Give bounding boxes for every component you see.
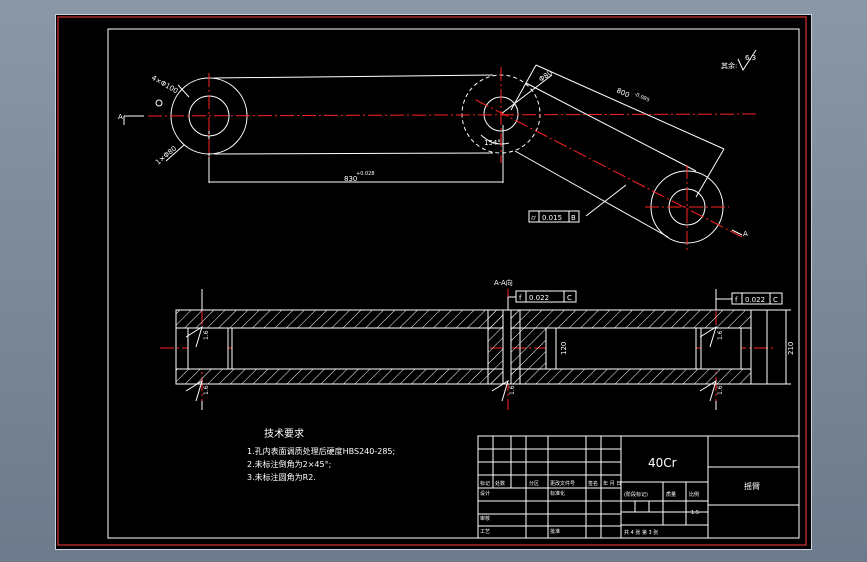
engineering-drawing: 4×Φ100 1×Φ80 Φ80 830 +0.028 800 -0.085 1… [57,16,807,546]
dim-length-angled: 800 [615,87,631,100]
section-mark-right: A [743,230,748,238]
cad-viewport[interactable]: 4×Φ100 1×Φ80 Φ80 830 +0.028 800 -0.085 1… [55,14,812,550]
tolerance-frame-middle [515,290,577,303]
tb-sign: 签名 [588,480,598,487]
tb-zone: 分区 [529,480,539,487]
dim-height-inner: 120 [560,342,568,355]
tb-ratio: 比例 [689,491,699,498]
tech-heading: 技术要求 [264,427,304,440]
tolerance-frame-top [528,210,580,223]
roughness-small-right: 1.6 [717,330,724,340]
roughness-small-left: 1.6 [203,330,210,340]
tb-date: 年 月 日 [603,480,621,487]
tb-design: 设计 [480,490,490,497]
tb-scale: 1:5 [691,510,699,516]
section-title: A-A向 [494,278,513,287]
tb-sheet-info: 共 4 张 第 3 张 [624,529,658,536]
tb-approve: 批准 [550,528,560,535]
tb-part-name: 摇臂 [744,481,760,491]
roughness-bottom-left: 1.6 [203,385,210,395]
dim-length-horizontal-tol: +0.028 [356,171,375,177]
tol-mid-symbol: f [519,294,522,302]
dim-bore-left: 4×Φ100 [150,74,179,96]
tol-right-value: 0.022 [745,296,765,304]
section-view [175,289,791,410]
tb-count: 处数 [495,480,505,487]
tb-stage-mark: (阶段标记) [624,491,648,498]
title-block [477,435,800,539]
tol-right-symbol: f [735,296,738,304]
dim-height-outer: 210 [787,342,795,355]
dim-length-angled-tol: -0.085 [633,91,650,103]
tech-item-1: 1.孔内表面调质处理后硬度HBS240-285; [247,446,395,456]
tol-top-datum: B [571,214,576,222]
top-view [123,64,743,244]
tb-change-doc: 更改文件号 [550,480,575,487]
dim-angle: 154° [484,139,501,147]
tb-process: 工艺 [480,529,490,535]
tolerance-frame-right [731,292,783,305]
tb-material: 40Cr [648,456,677,470]
tol-mid-datum: C [567,294,572,302]
tech-item-3: 3.未标注圆角为R2. [247,472,316,482]
tb-weight: 质量 [666,491,676,498]
section-mark-left: A [118,113,123,121]
tol-top-value: 0.015 [542,214,562,222]
roughness-label: 其余: [721,61,737,70]
tol-right-datum: C [773,296,778,304]
dim-chamfer-left: 1×Φ80 [154,144,178,166]
roughness-symbol [737,49,757,72]
inner-frame [107,28,800,539]
outer-frame [57,16,807,546]
tb-standard: 标准化 [550,490,565,497]
dim-bore-right: Φ80 [538,69,554,84]
tech-item-2: 2.未标注倒角为2×45°; [247,459,331,469]
tol-mid-value: 0.022 [529,294,549,302]
tb-review: 审核 [480,515,490,522]
roughness-bottom-mid: 1.6 [509,385,516,395]
dim-length-horizontal: 830 [344,175,357,183]
tol-top-symbol: ⌭ [531,214,536,222]
roughness-bottom-right: 1.6 [717,385,724,395]
tb-mark: 标记 [480,480,490,487]
